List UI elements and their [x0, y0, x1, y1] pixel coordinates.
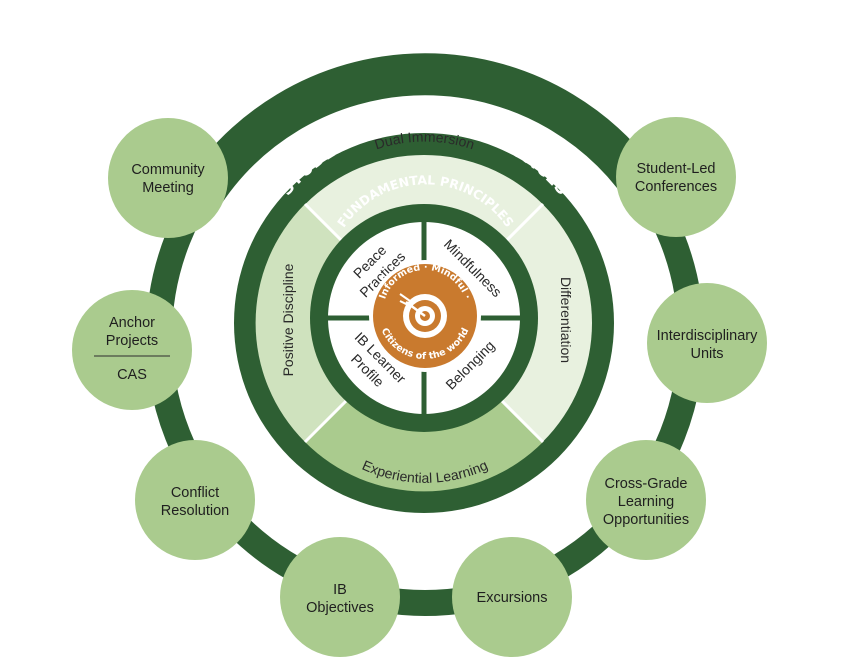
target-arrow-icon	[399, 293, 447, 338]
svg-text:CAS: CAS	[117, 367, 147, 383]
curricular-elements-title: CURRICULAR ELEMENTS	[283, 0, 578, 39]
svg-text:Excursions: Excursions	[477, 590, 548, 606]
element-excursions: Excursions	[452, 537, 572, 657]
core-circle: Informed · Mindful · Citizens of the wor…	[369, 260, 481, 372]
differentiation-label: Differentiation	[558, 277, 574, 363]
positive-discipline-label: Positive Discipline	[280, 263, 296, 376]
curricular-elements-title-band	[181, 53, 669, 212]
dual-immersion-label: Dual Immersion	[372, 129, 476, 153]
